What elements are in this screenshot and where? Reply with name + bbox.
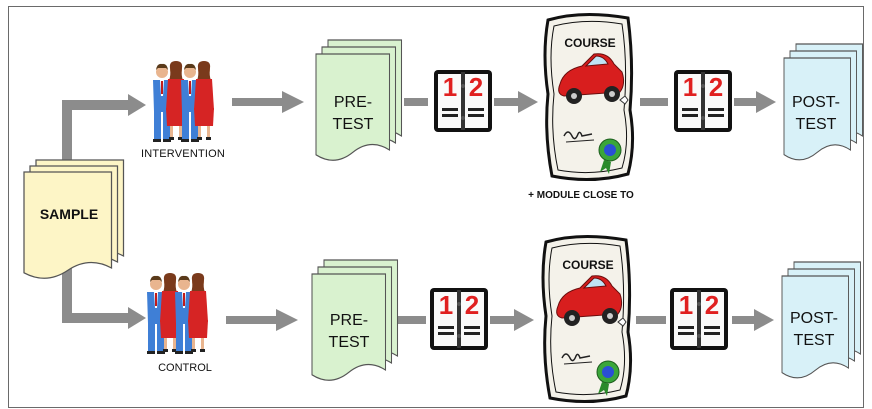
book-digit-left: 1: [442, 72, 458, 102]
intervention-people-icon: [153, 61, 214, 142]
control-label: CONTROL: [158, 362, 212, 374]
pretest-line1: PRE-: [329, 312, 369, 329]
intervention-label: INTERVENTION: [140, 148, 226, 160]
book-digit-right: 2: [708, 72, 724, 102]
pretest-line2: TEST: [328, 334, 370, 351]
pretest-line2: TEST: [332, 116, 374, 133]
posttest-line1: POST-: [791, 94, 840, 111]
book-digit-right: 2: [468, 72, 484, 102]
flow-arrows-intervention: [232, 91, 776, 113]
course-title-intervention: COURSE: [564, 36, 616, 50]
book-digit-right: 2: [704, 290, 720, 320]
posttest-line1: POST-: [789, 310, 838, 327]
pretest-line1: PRE-: [333, 94, 373, 111]
posttest-label-intervention: POST- TEST: [782, 92, 850, 136]
pretest-label-intervention: PRE- TEST: [316, 92, 390, 136]
flow-arrows-control: [226, 309, 774, 331]
course-title-control: COURSE: [562, 258, 614, 272]
pretest-label-control: PRE- TEST: [312, 310, 386, 354]
book-digit-left: 1: [682, 72, 698, 102]
book-digit-left: 1: [678, 290, 694, 320]
control-people-icon: [147, 273, 208, 354]
book-digit-right: 2: [464, 290, 480, 320]
posttest-line2: TEST: [795, 116, 837, 133]
posttest-label-control: POST- TEST: [780, 308, 848, 352]
book-digit-left: 1: [438, 290, 454, 320]
module-close-to-note: + MODULE CLOSE TO: [528, 190, 634, 201]
posttest-line2: TEST: [793, 332, 835, 349]
branch-arrows: [62, 94, 146, 329]
sample-label: SAMPLE: [39, 206, 99, 222]
